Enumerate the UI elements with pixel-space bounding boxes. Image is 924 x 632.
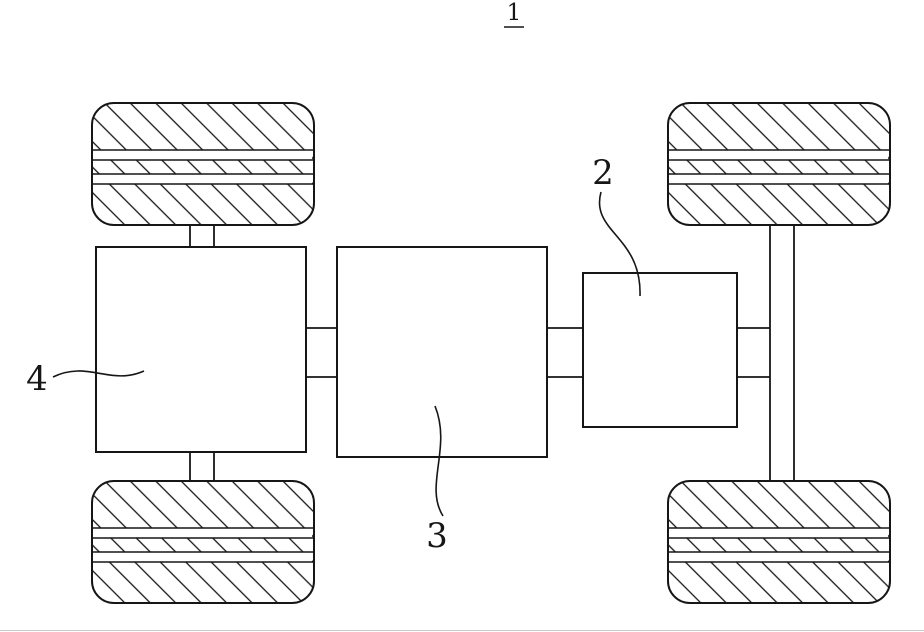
left-front-axle-shaft <box>189 225 215 247</box>
unit-4-label: 4 <box>26 359 48 399</box>
leader-line-unit4 <box>52 370 145 378</box>
coupling-unit3-unit2 <box>547 327 583 378</box>
unit-2-label: 2 <box>592 153 614 193</box>
unit-3-box <box>336 246 548 458</box>
wheel-top-right <box>667 102 891 226</box>
unit-4-box <box>95 246 307 453</box>
page-bottom-edge <box>0 630 924 631</box>
coupling-unit4-unit3 <box>306 327 337 378</box>
right-axle-shaft <box>769 225 795 481</box>
unit-3-label: 3 <box>426 516 448 556</box>
left-rear-axle-shaft <box>189 452 215 481</box>
leader-line-unit2 <box>598 191 641 297</box>
coupling-unit2-axle <box>737 327 770 378</box>
unit-2-box <box>582 272 738 428</box>
wheel-top-left <box>91 102 315 226</box>
wheel-bottom-left <box>91 480 315 604</box>
figure-number-label: 1 <box>507 0 522 26</box>
wheel-bottom-right <box>667 480 891 604</box>
leader-line-unit3 <box>434 405 444 517</box>
